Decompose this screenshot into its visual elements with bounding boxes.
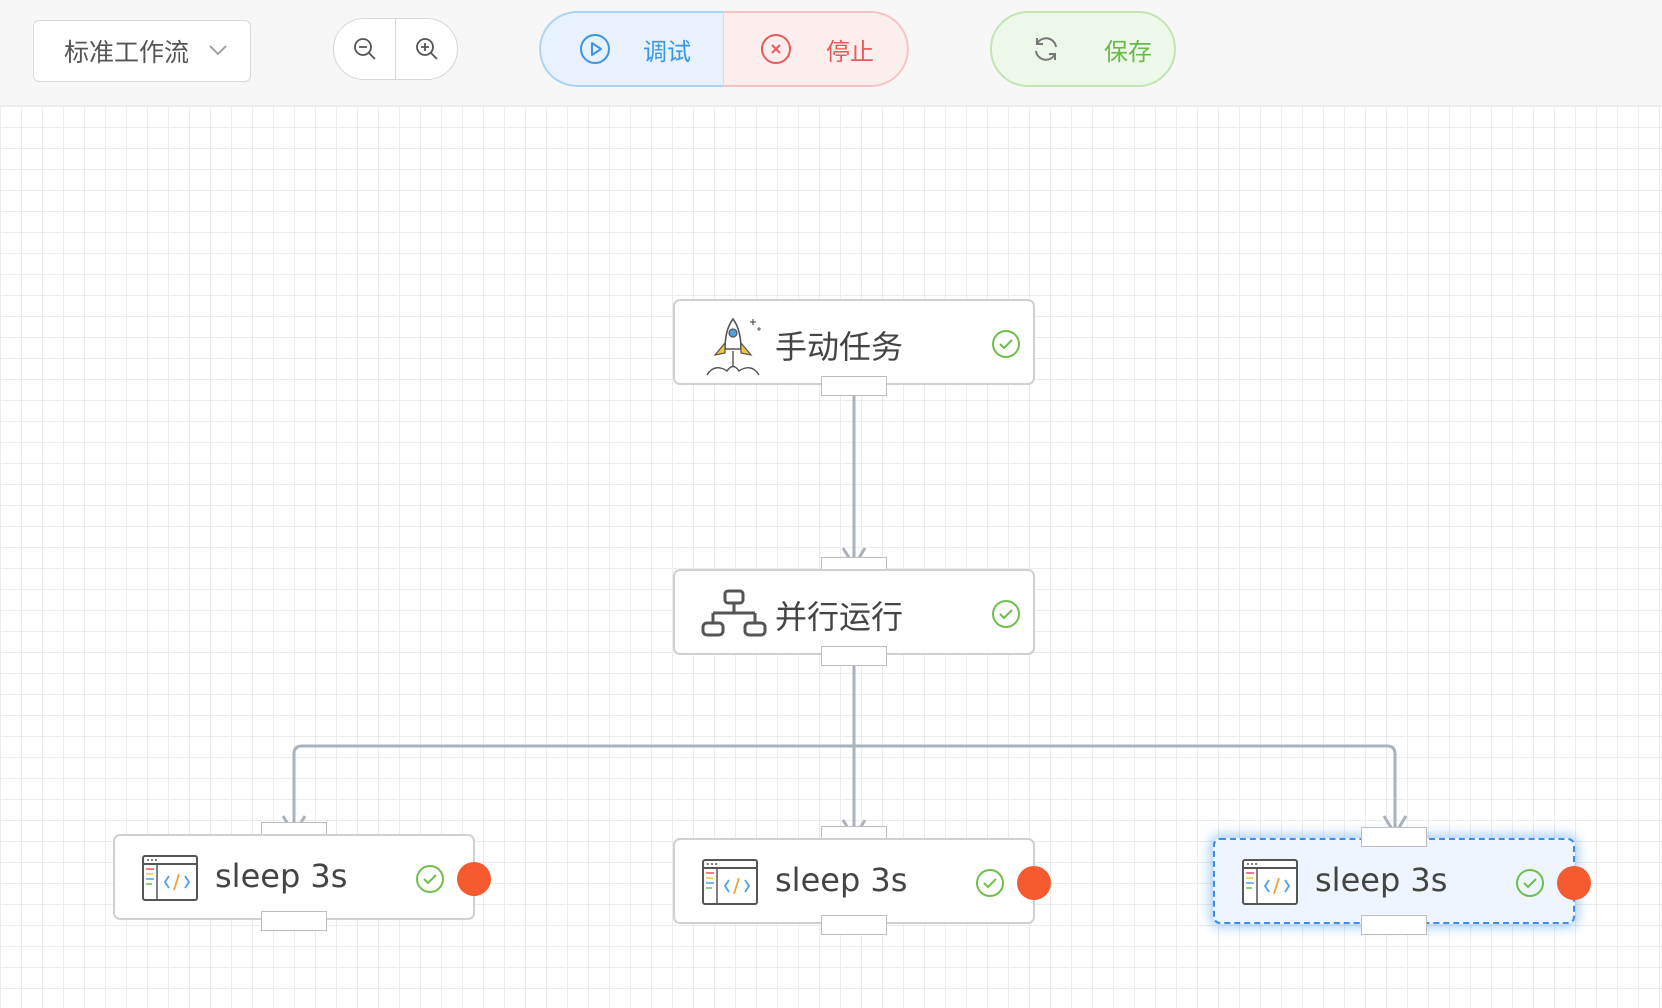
status-dot[interactable]	[1557, 866, 1591, 900]
status-dot[interactable]	[1017, 866, 1051, 900]
node-label: sleep 3s	[1315, 861, 1448, 899]
workflow-type-value: 标准工作流	[64, 38, 190, 67]
node-label: sleep 3s	[775, 861, 908, 899]
zoom-out-icon	[353, 38, 376, 60]
zoom-out-button[interactable]	[334, 19, 395, 79]
status-dot[interactable]	[457, 862, 491, 896]
zoom-controls	[333, 18, 458, 80]
code-window-icon	[1242, 859, 1298, 905]
node-label: sleep 3s	[215, 857, 348, 895]
workflow-type-select[interactable]: 标准工作流	[33, 20, 251, 82]
workflow-canvas[interactable]: 手动任务 并行运行	[0, 106, 1662, 1008]
flowchart-icon	[701, 589, 767, 637]
success-check-icon	[416, 865, 444, 893]
edge-parallel-to-sleep-3	[854, 744, 1397, 830]
node-label: 手动任务	[775, 328, 904, 366]
node-parallel-run[interactable]: 并行运行	[673, 569, 1035, 655]
code-window-icon	[702, 859, 758, 905]
save-button[interactable]: 保存	[990, 11, 1176, 87]
code-window-icon	[142, 855, 198, 901]
node-sleep-1[interactable]: sleep 3s	[113, 834, 491, 920]
debug-button[interactable]: 调试	[539, 11, 723, 87]
refresh-icon	[1035, 37, 1057, 61]
node-sleep-3-input-port[interactable]	[1361, 827, 1427, 847]
node-manual-task-output-port[interactable]	[821, 376, 887, 396]
node-parallel-run-output-port[interactable]	[821, 646, 887, 666]
node-sleep-2[interactable]: sleep 3s	[673, 838, 1051, 924]
node-sleep-1-output-port[interactable]	[261, 911, 327, 931]
edge-parallel-to-sleep-1	[292, 646, 856, 828]
node-sleep-3-output-port[interactable]	[1361, 915, 1427, 935]
chevron-down-icon	[209, 45, 227, 56]
stop-button[interactable]: 停止	[723, 11, 909, 87]
zoom-in-button[interactable]	[395, 19, 457, 79]
node-label: 并行运行	[775, 598, 904, 636]
debug-label: 调试	[643, 37, 691, 66]
run-controls: 调试 停止	[539, 11, 909, 87]
success-check-icon	[992, 600, 1020, 628]
success-check-icon	[992, 330, 1020, 358]
zoom-in-icon	[415, 38, 438, 60]
node-manual-task[interactable]: 手动任务	[673, 299, 1035, 385]
toolbar: 标准工作流 调试	[0, 0, 1662, 106]
node-sleep-2-output-port[interactable]	[821, 915, 887, 935]
node-sleep-3[interactable]: sleep 3s	[1213, 838, 1591, 924]
success-check-icon	[976, 869, 1004, 897]
stop-icon	[761, 34, 791, 64]
success-check-icon	[1516, 869, 1544, 897]
stop-label: 停止	[826, 37, 874, 66]
rocket-icon	[706, 317, 761, 376]
save-label: 保存	[1104, 37, 1152, 66]
play-icon	[580, 34, 610, 64]
